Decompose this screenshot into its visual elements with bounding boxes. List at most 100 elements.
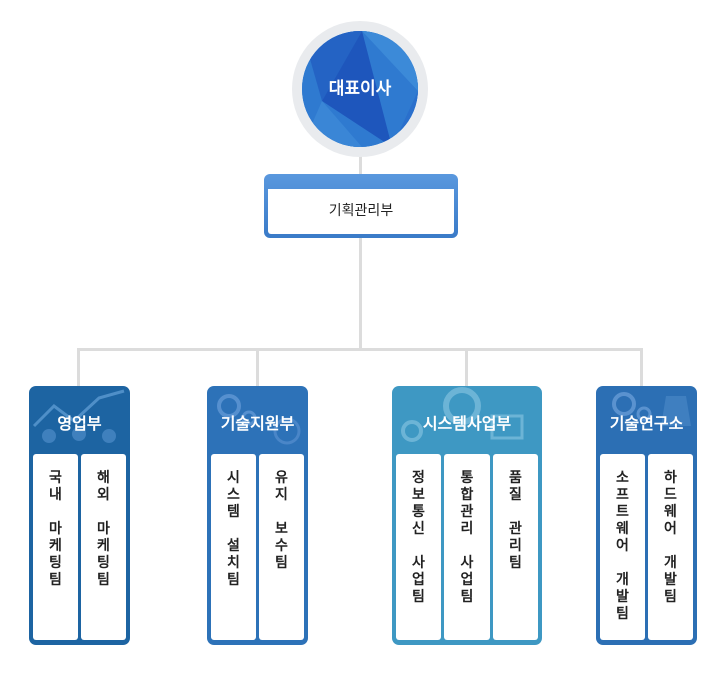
team-label-char: [101, 504, 106, 521]
team-label-char: 트: [616, 504, 629, 520]
team-label-char: 웨: [664, 504, 677, 520]
connector-dept-1: [77, 348, 80, 388]
team-label-char: 내: [49, 487, 62, 503]
team-label-char: 팀: [49, 572, 62, 588]
connector-ceo-planning: [359, 156, 362, 176]
team-label-char: 유: [275, 470, 288, 486]
team-label-char: 팀: [412, 589, 425, 605]
connector-dept-4: [640, 348, 643, 388]
team-label-char: 팅: [49, 555, 62, 571]
sales-background-pattern: [32, 389, 125, 443]
team-label-char: [513, 504, 518, 521]
team-label-char: 사: [460, 555, 474, 571]
team-label-char: 팀: [509, 555, 522, 571]
team-label-char: [279, 504, 284, 521]
team-label-char: 마: [97, 521, 110, 537]
team-label-char: 어: [664, 521, 677, 537]
team-label-char: 국: [49, 470, 62, 486]
team-label-char: 관: [509, 521, 522, 537]
ceo-label: 대표이사: [328, 79, 392, 99]
team-label-char: 팀: [275, 555, 288, 571]
team-label-char: 케: [97, 538, 110, 554]
connector-horizontal: [77, 348, 643, 351]
research-background-pattern: [612, 392, 691, 426]
team-label-char: 하: [664, 470, 677, 486]
team-label-char: 시: [227, 470, 240, 486]
connector-trunk: [359, 238, 362, 350]
team-label-char: 팀: [97, 572, 110, 588]
team-label-char: 합: [460, 487, 474, 503]
team-label-char: 지: [275, 487, 288, 503]
team-label-char: 스: [227, 487, 240, 503]
system-business-background-pattern: [401, 387, 524, 442]
team-label-char: 보: [412, 487, 425, 503]
dept-title: 시스템사업부: [422, 414, 512, 433]
team-label-char: 소: [616, 470, 629, 486]
team-label-char: 신: [412, 521, 425, 537]
connector-dept-2: [256, 348, 259, 388]
planning-node: 기획관리부: [264, 174, 458, 238]
team-label-char: 팀: [664, 589, 677, 605]
team-label-char: [231, 521, 236, 538]
team-label-char: 어: [616, 538, 629, 554]
team-label-char: [53, 504, 58, 521]
ceo-background-pattern: [302, 31, 418, 147]
team-label-char: [620, 555, 625, 572]
team-label-char: 외: [97, 487, 110, 503]
team-label-char: 발: [664, 572, 677, 588]
team-label-char: 프: [616, 487, 629, 503]
team-label-char: 팅: [97, 555, 110, 571]
team-label-char: 통: [460, 470, 474, 486]
team-label-char: 마: [49, 521, 62, 537]
team-label-char: 웨: [616, 521, 629, 537]
team-label-char: [465, 538, 470, 555]
team-label-char: 팀: [616, 606, 629, 622]
team-label-char: 수: [275, 538, 288, 554]
planning-label: 기획관리부: [268, 189, 454, 234]
team-label-char: [416, 538, 421, 555]
team-label-char: 팀: [460, 589, 474, 605]
team-label-char: 리: [460, 521, 474, 537]
team-label-char: 개: [664, 555, 677, 571]
tech-support-background-pattern: [217, 394, 301, 445]
team-label-char: 케: [49, 538, 62, 554]
team-label-char: 치: [227, 555, 240, 571]
team-label-char: 보: [275, 521, 288, 537]
team-label-char: 사: [412, 555, 425, 571]
dept-title: 기술지원부: [220, 414, 295, 433]
team-label-char: 팀: [227, 572, 240, 588]
team-label-char: 관: [460, 504, 474, 520]
team-label-char: 해: [97, 470, 110, 486]
team-label-char: 정: [412, 470, 425, 486]
dept-title: 영업부: [57, 414, 102, 433]
team-label-char: 업: [460, 572, 474, 588]
team-label-char: [668, 538, 673, 555]
team-label-char: 템: [227, 504, 240, 520]
team-label-char: 업: [412, 572, 425, 588]
team-label-char: 발: [616, 589, 629, 605]
ceo-node: 대표이사: [302, 31, 418, 147]
dept-title: 기술연구소: [609, 414, 684, 433]
team-label-char: 드: [664, 487, 677, 503]
team-label-char: 리: [509, 538, 522, 554]
team-label-char: 질: [509, 487, 522, 503]
